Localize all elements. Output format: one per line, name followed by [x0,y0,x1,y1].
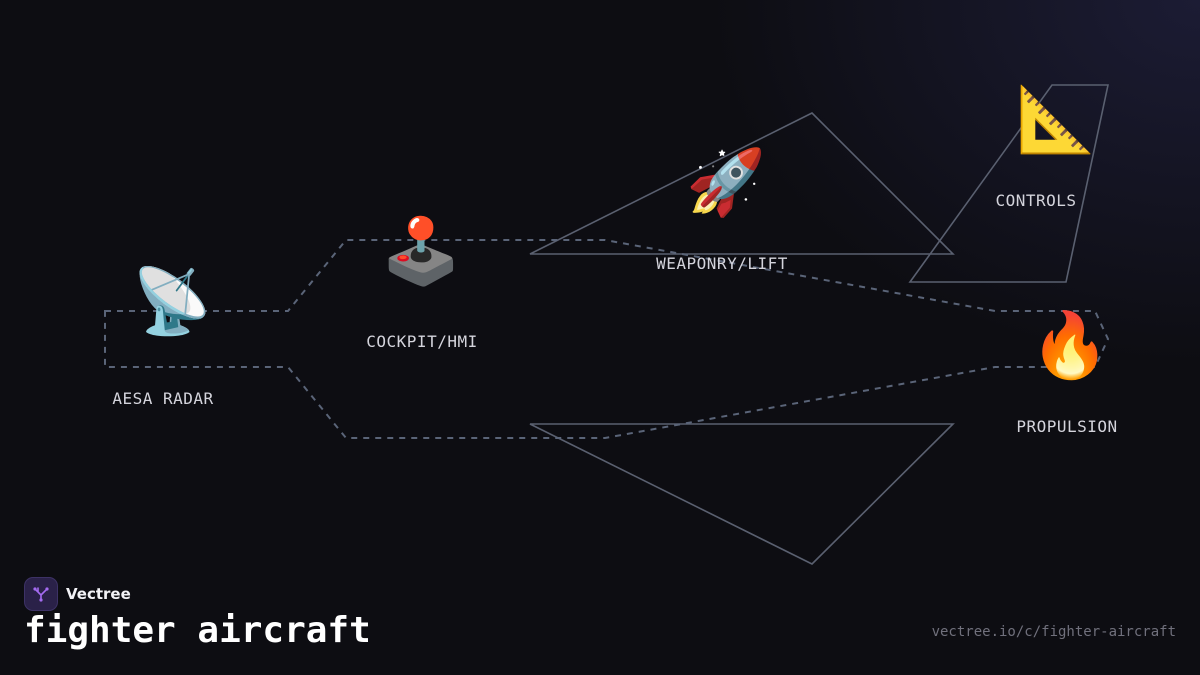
node-label-controls: CONTROLS [995,191,1077,210]
node-label-weaponry-lift: WEAPONRY/LIFT [656,254,788,273]
top-wing-outline [529,112,955,255]
satellite-dish-icon[interactable]: 📡 [132,265,212,339]
node-label-propulsion: PROPULSION [1016,417,1118,436]
source-url[interactable]: vectree.io/c/fighter-aircraft [931,624,1176,640]
rocket-icon[interactable]: 🚀 [686,146,766,220]
tail-fin-outline [908,84,1109,283]
node-label-cockpit-hmi: COCKPIT/HMI [366,332,478,351]
tree-logo-icon [24,577,58,611]
page-title: fighter aircraft [24,610,371,651]
node-label-aesa-radar: AESA RADAR [112,389,214,408]
fuselage-outline [104,239,1110,439]
fire-icon[interactable]: 🔥 [1030,309,1110,383]
brand[interactable]: Vectree [24,577,131,611]
joystick-icon[interactable]: 🕹️ [381,215,461,289]
brand-name: Vectree [66,585,131,603]
triangular-ruler-icon[interactable]: 📐 [1016,83,1096,157]
bottom-wing-outline [529,423,955,565]
